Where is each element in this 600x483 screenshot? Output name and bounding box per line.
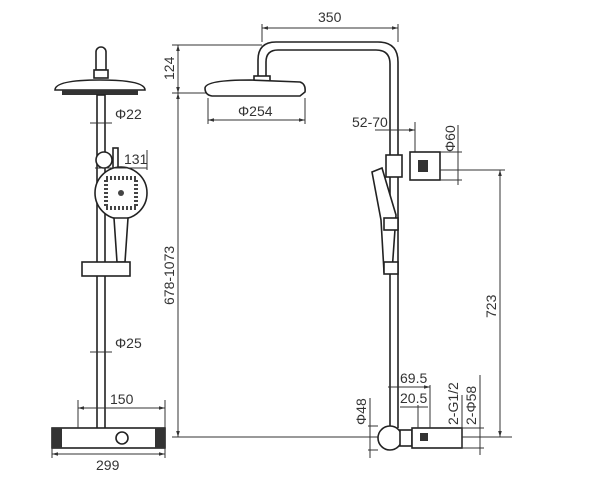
head-height-label: 124 [161,56,177,80]
valve-depth-label: 69.5 [400,370,427,386]
side-view: Φ254 350 52-70 Φ60 723 69.5 20.5 [204,9,505,458]
valve-width-label: 299 [96,457,120,473]
wall-distance-label: 52-70 [352,114,388,130]
thermostat-valve-front [51,427,166,449]
valve-side-knob [377,425,403,451]
riser-arm-outer [257,41,399,428]
riser-arm-inner [265,49,391,428]
valve-diameter-label: Φ48 [353,398,369,425]
hand-shower-diameter-label: 131 [124,151,148,167]
arm-reach-label: 350 [318,9,342,25]
inlet-offset-label: 20.5 [400,390,427,406]
rain-head-side [204,79,306,97]
lower-pipe-diameter-label: Φ25 [115,335,142,351]
thermostat-valve-side [411,427,463,449]
hand-shower-handle [113,217,129,263]
front-view: Φ22 131 Φ25 150 299 [51,46,166,473]
pipe-diameter-label: Φ22 [115,106,142,122]
bracket-height-label: 723 [483,294,499,318]
head-diameter-label: Φ254 [238,103,273,119]
total-height-label: 678-1073 [161,246,177,305]
inlet-thread-label: 2-G1/2 [445,382,461,425]
height-dimensions: 124 678-1073 [161,44,512,438]
inlet-diameter-label: 2-Φ58 [463,386,479,425]
shower-arm-top [95,46,107,71]
inlet-spacing-label: 150 [110,391,134,407]
rain-head-front [54,79,146,91]
bracket-diameter-label: Φ60 [442,125,458,152]
slide-holder [81,261,131,277]
